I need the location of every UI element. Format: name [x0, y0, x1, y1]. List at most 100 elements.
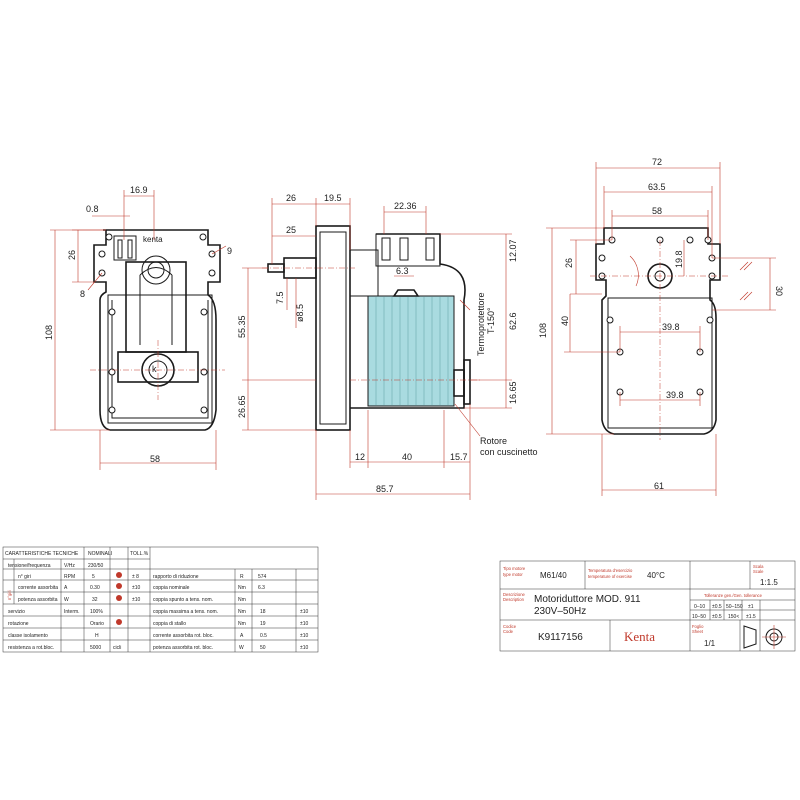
dim-26-rear: 26	[564, 258, 574, 268]
tech-r2-c4: ±10	[132, 585, 141, 591]
tech2-r3-c1: Nm	[238, 609, 246, 615]
tb-temp-value: 40°C	[647, 571, 665, 580]
tech2-r6-c0: potenza assorbita rot. bloc.	[153, 645, 213, 651]
dim-12: 12	[355, 452, 365, 462]
tech2-r1-c1: Nm	[238, 585, 246, 591]
tb-desc-line1: Motoriduttore MOD. 911	[534, 594, 641, 605]
thermo-value: T-150°	[486, 307, 496, 334]
dim-55-35: 55.35	[237, 315, 247, 338]
tb-scala-l2: Scale	[753, 569, 764, 574]
tb-scala-value: 1:1.5	[760, 578, 778, 587]
tech-r4-c1: Interm.	[64, 609, 80, 615]
dim-26-front: 26	[67, 250, 77, 260]
front-view: kenta k 16.9 0.8 26 9 8	[44, 185, 232, 470]
tb-tol-h1: ±0.5	[712, 604, 722, 610]
tb-tipo-l1: Tipo motore	[503, 566, 526, 571]
tech-r2-c0: corrente assorbita	[18, 585, 58, 591]
tech-r5-c0: rotazione	[8, 621, 29, 627]
tech-r5-c2: Orario	[90, 621, 104, 627]
tech2-r3-c3: ±10	[300, 609, 309, 615]
tech2-r4-c2: 19	[260, 621, 266, 627]
tech-r0-c1: V/Hz	[64, 563, 75, 569]
dim-dia-8-5: ø8.5	[295, 304, 305, 322]
dim-6-3: 6.3	[396, 266, 409, 276]
thermo-label: Termoprotettore	[476, 292, 486, 356]
tech2-r3-c2: 18	[260, 609, 266, 615]
rear-view: 72 63.5 58 26 19.8 30 40 108 39.8	[538, 157, 784, 496]
dim-39-8-b: 39.8	[666, 390, 684, 400]
tech-r2-c2: 0.30	[90, 585, 100, 591]
tb-foglio-l1: Foglio	[692, 624, 704, 629]
tb-tipo-value: M61/40	[540, 571, 567, 580]
title-block: Tipo motore type motor M61/40 Temperatur…	[499, 560, 796, 652]
plate-brand: kenta	[143, 235, 163, 244]
dim-22-36: 22.36	[394, 201, 417, 211]
dim-108-rear: 108	[538, 323, 548, 338]
tb-tol-r3: ±1.5	[746, 614, 756, 620]
dim-9: 9	[227, 246, 232, 256]
tech-r7-c3: cicli	[113, 645, 121, 651]
dim-108-front: 108	[44, 325, 54, 340]
dim-8: 8	[80, 289, 85, 299]
tech-r2-c1: A	[64, 585, 68, 591]
tech-r3-c4: ±10	[132, 597, 141, 603]
dim-39-8-a: 39.8	[662, 322, 680, 332]
tech2-r2-c0: coppia spunto a tens. nom.	[153, 597, 213, 603]
tech2-r5-c0: corrente assorbita rot. bloc.	[153, 633, 214, 639]
tb-foglio-l2: Sheet	[692, 629, 704, 634]
tech-side: n°giri	[7, 590, 12, 600]
tech-r1-c0: n° giri	[18, 574, 31, 580]
tech-r0-c2: 230/50	[88, 563, 104, 569]
tech-r0-c0: tensione/frequenza	[8, 563, 51, 569]
tb-brand: Kenta	[624, 629, 655, 644]
tb-tol-h0: 0–10	[694, 604, 705, 610]
dim-62-6: 62.6	[508, 312, 518, 330]
tb-tol-r1: ±0.5	[712, 614, 722, 620]
tech-r3-c2: 32	[92, 597, 98, 603]
tech2-r0-c0: rapporto di riduzione	[153, 574, 199, 580]
dim-15-7: 15.7	[450, 452, 468, 462]
dim-85-7: 85.7	[376, 484, 394, 494]
tech2-r0-c2: 574	[258, 574, 267, 580]
tech2-r5-c2: 0.5	[260, 633, 267, 639]
dim-58-rear: 58	[652, 206, 662, 216]
tb-foglio-value: 1/1	[704, 639, 716, 648]
tech2-r5-c3: ±10	[300, 633, 309, 639]
tech-nominal: NOMINALI	[88, 551, 112, 557]
tech-r4-c0: servizio	[8, 609, 25, 615]
rotor-lamination	[375, 297, 449, 405]
tb-tol-h3: ±1	[748, 604, 754, 610]
tb-codice-l1: Codice	[503, 624, 517, 629]
dim-30: 30	[774, 286, 784, 296]
gear-letter: k	[152, 364, 157, 374]
dim-25: 25	[286, 225, 296, 235]
tech2-r1-c0: coppia nominale	[153, 585, 190, 591]
tb-desc-l1: Descrizione	[503, 592, 526, 597]
tech-r4-c2: 100%	[90, 609, 103, 615]
tb-codice-value: K9117156	[538, 632, 583, 643]
dim-12-07: 12.07	[508, 239, 518, 262]
tb-temp-l1: Temperatura d'esercizio	[588, 568, 633, 573]
tb-temp-l2: temperature of exercise	[588, 574, 633, 579]
tech-r6-c2: H	[95, 633, 99, 639]
tech-title: CARATTERISTICHE TECNICHE	[5, 551, 79, 557]
tech2-r2-c1: Nm	[238, 597, 246, 603]
dim-40-rear: 40	[560, 316, 570, 326]
tech-r7-c2: 5000	[90, 645, 101, 651]
tech2-r6-c1: W	[239, 645, 244, 651]
tech-specs-table: CARATTERISTICHE TECNICHE NOMINALI TOLL.%…	[2, 546, 319, 653]
tb-codice-l2: Code	[503, 629, 514, 634]
tb-tol-r0: 10–50	[692, 614, 706, 620]
tb-tol-label: Tolleranze gen./Gen. tollerance	[704, 593, 763, 598]
tech2-r4-c1: Nm	[238, 621, 246, 627]
dim-19-8: 19.8	[674, 250, 684, 268]
dim-19-5: 19.5	[324, 193, 342, 203]
tech2-r0-c1: R	[240, 574, 244, 580]
side-view: 26 19.5 25 22.36 6.3 12.07 7.5 ø8.5 55.3…	[237, 193, 538, 500]
tech-r1-c2: 5	[92, 574, 95, 580]
tech2-r3-c0: coppia massima a tens. nom.	[153, 609, 218, 615]
tech-r1-c1: RPM	[64, 574, 75, 580]
tech2-r6-c3: ±10	[300, 645, 309, 651]
tech-r3-c0: potenza assorbita	[18, 597, 58, 603]
